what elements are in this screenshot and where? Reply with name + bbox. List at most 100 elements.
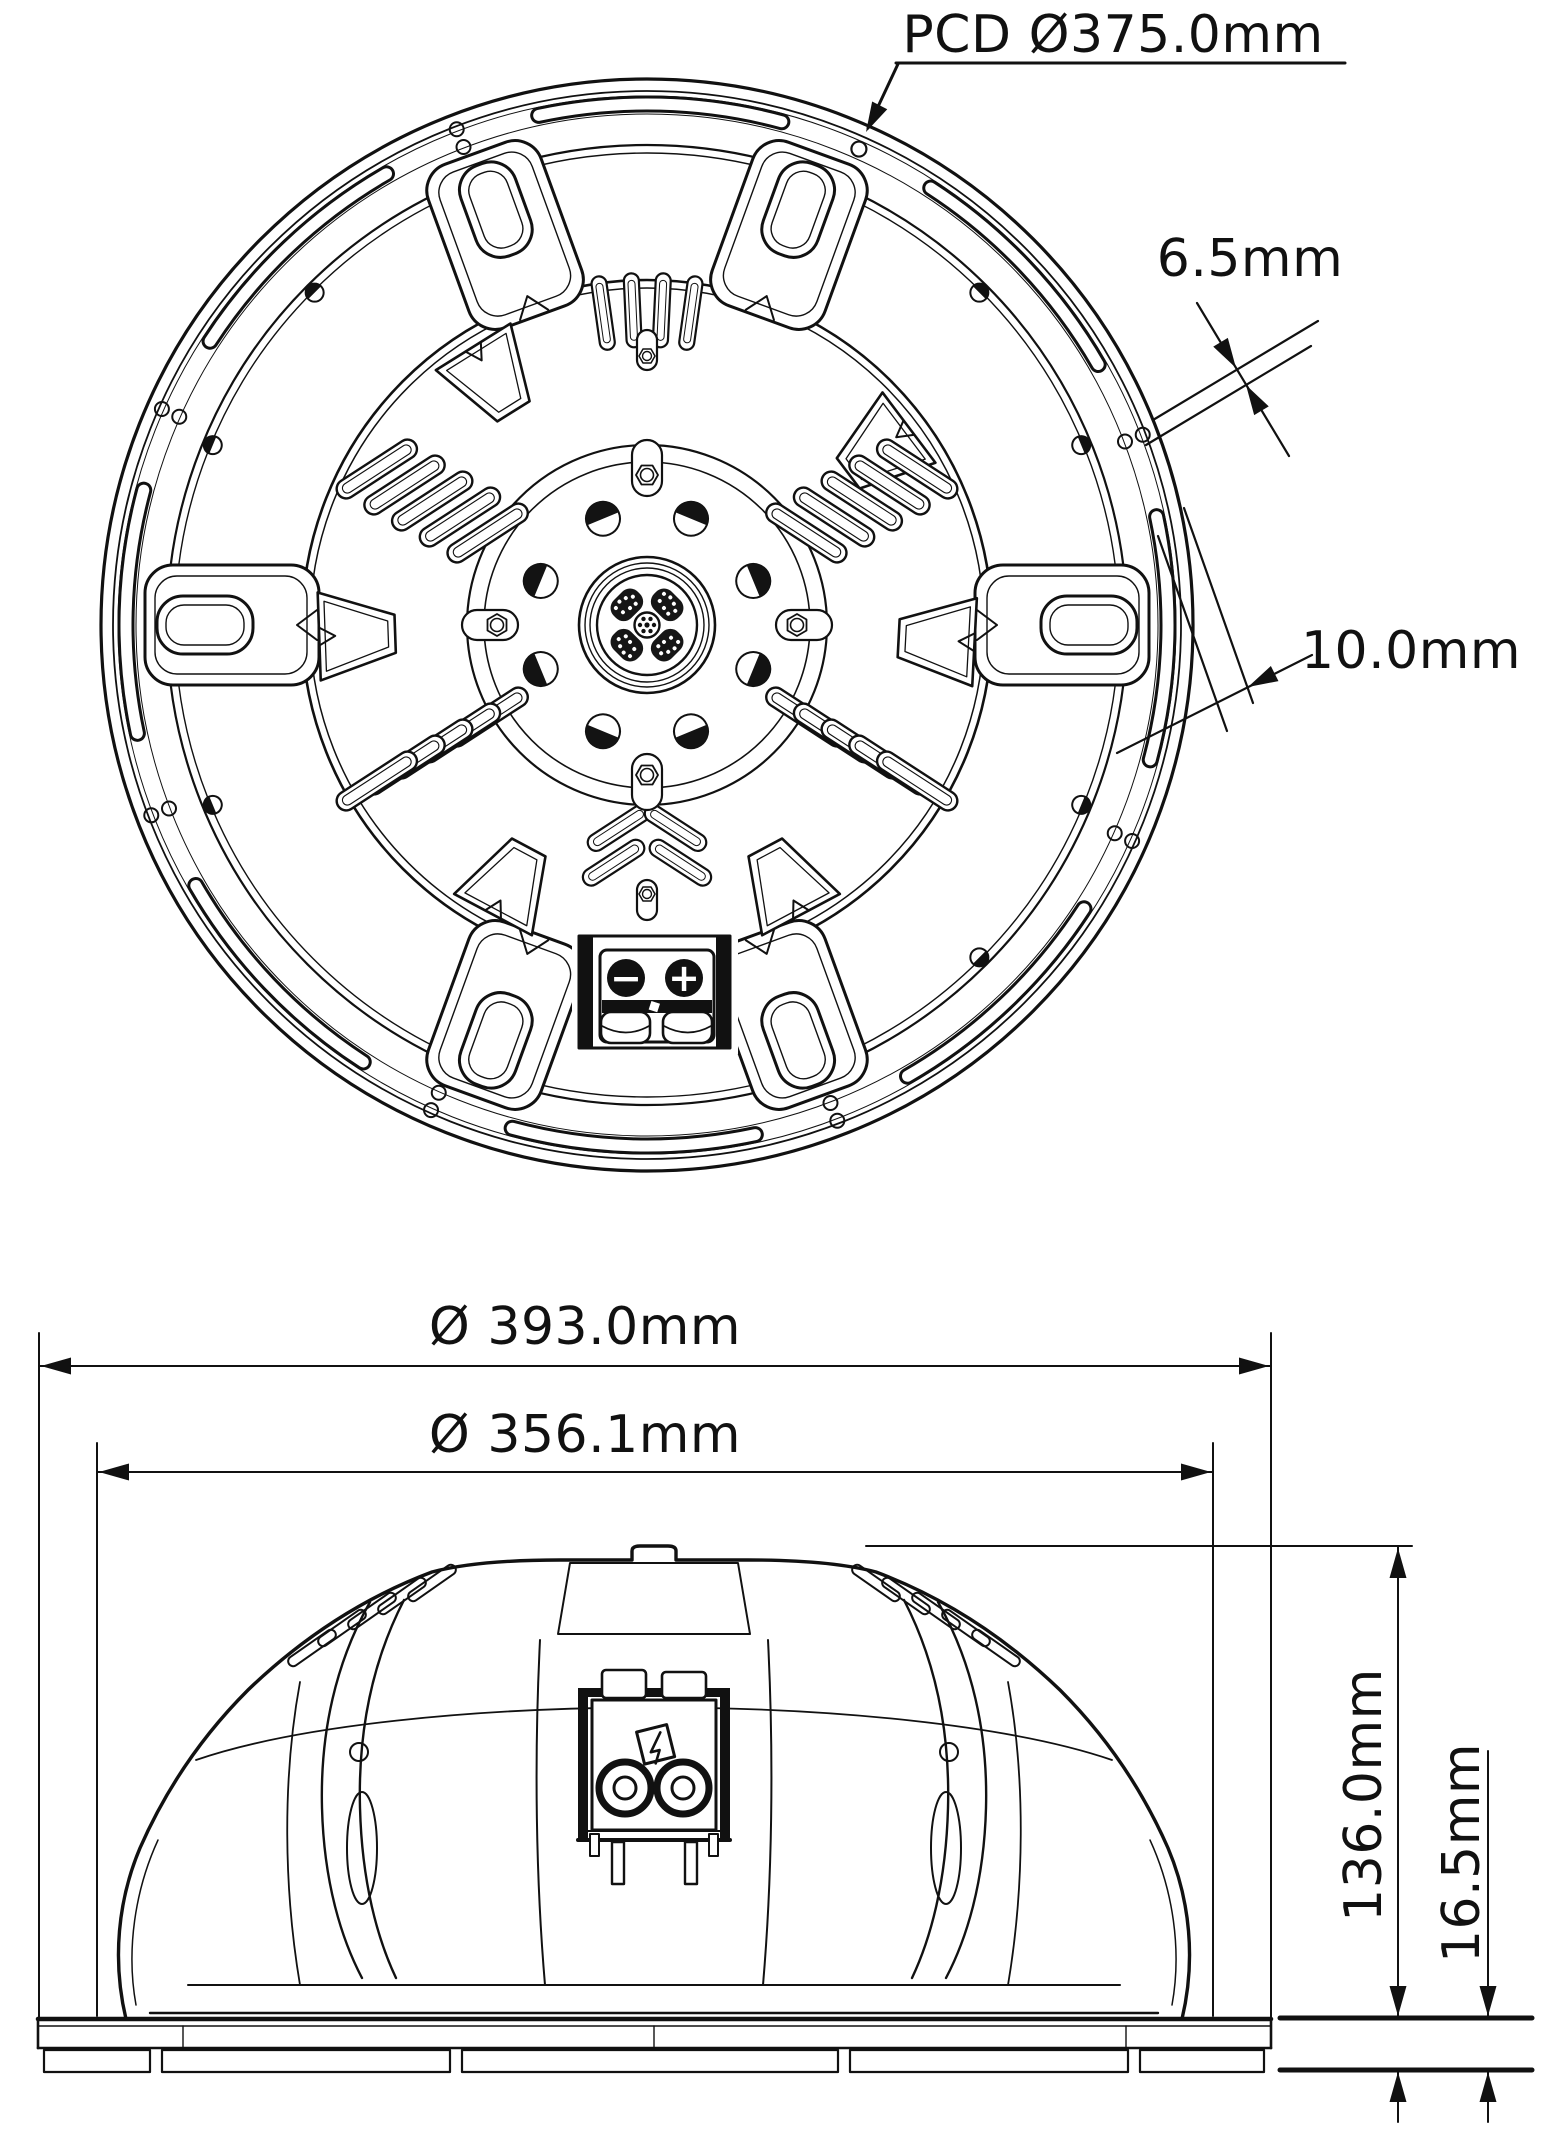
shoulder-vent-slot [407,1563,457,1603]
basket-wedge-spoke [747,837,842,937]
rim-vent-slot [117,481,153,742]
basket-vent-slot [875,750,959,812]
basket-wedge-spoke [452,837,547,937]
pcd-mounting-hole [822,1094,846,1129]
rim-vent-slot [187,877,372,1071]
rim-vent-slot [899,900,1093,1085]
side-vent-slots-left [287,1563,457,1668]
dimension-small-hole: 6.5mm [1144,229,1343,458]
top-vent-slot [622,272,643,349]
rim-vent-slot [201,165,395,350]
dimension-arrow-icon [1239,1357,1269,1375]
basket-vent-slot [875,438,959,500]
hub-kidney [610,628,644,662]
pcd-mounting-hole [1106,825,1141,849]
pcd-mounting-hole [423,1084,447,1119]
basket-silhouette [116,1544,1192,2021]
basket-vent-slot [335,438,419,500]
magnet-bolt [673,500,710,537]
basket-vent-slot [765,502,848,564]
dimension-arrow-icon [1479,2072,1497,2102]
basket-vent-slot [446,502,529,564]
rim-vent-slot [530,95,791,131]
plate-bolt-pill [630,752,664,812]
frame-clamp [709,139,869,331]
panel-line [535,1639,546,1986]
overall-depth-label: 136.0mm [1334,1668,1394,1922]
hub-kidney [650,588,684,622]
frame-hole [1071,435,1092,456]
top-vent-slot [590,275,616,351]
side-view-drawing [35,1544,1274,2074]
pcd-mounting-hole [448,121,472,156]
hub-kidney [610,588,644,622]
mounting-flange [35,2016,1274,2074]
panel-line [286,1681,301,1986]
dimension-arrow-icon [1389,2072,1407,2102]
dimension-large-hole: 10.0mm [1115,506,1521,755]
plate-bolt-pill [774,608,834,642]
panel-line [762,1639,773,1986]
side-vent-slots-right [851,1563,1021,1668]
overall-diameter-label: Ø 393.0mm [429,1297,741,1357]
dimension-arrow-icon [1389,1548,1407,1578]
terminal-block-side [576,1668,732,1886]
dimension-arrow-icon [99,1463,129,1481]
magnet-bolt [735,562,772,599]
panel-line [1007,1681,1022,1986]
frame-clamp [425,919,585,1111]
frame-clamp [709,919,869,1111]
basket-wedge-spoke [896,596,979,688]
dimension-arrow-icon [1181,1463,1211,1481]
top-vent-slot [678,275,704,351]
rear-view-drawing: − + [99,77,1195,1173]
terminal-positive-label: + [668,956,700,1000]
top-cap-panel [557,1562,751,1635]
basket-vent-slot [848,454,931,516]
shoulder-vent-slot [971,1628,1021,1668]
frame-clamp [143,563,321,687]
pcd-label: PCD Ø375.0mm [902,5,1323,65]
dimension-arrow-icon [866,101,888,132]
rim-vent-slot [503,1119,764,1155]
dimension-arrow-icon [1246,385,1269,416]
magnet-bolt [584,500,621,537]
magnet-bolt [584,713,621,750]
magnet-bolt [522,651,559,688]
leaf-vent-right [902,1598,988,1980]
frame-hole [304,282,325,303]
magnet-bolt [522,562,559,599]
rim-echo-left [131,1839,159,2006]
dimension-cutout-diameter: Ø 356.1mm [96,1405,1214,2017]
positive-terminal-icon [665,959,703,997]
frame-hole [1071,794,1092,815]
shoulder-vent-slot [287,1628,337,1668]
dimension-arrow-icon [41,1357,71,1375]
magnet-bolt [735,651,772,688]
gasket-segments [42,2048,1266,2074]
basket-vent-slot [335,750,419,812]
terminal-block-rear: − + [572,930,738,1054]
negative-terminal-icon [607,959,645,997]
basket-vent-slot [581,838,646,887]
shoulder-vent-slot [851,1563,901,1603]
pcd-mounting-hole [143,800,178,824]
dimension-arrow-icon [1248,666,1279,687]
basket-wedge-spoke [434,322,531,423]
pcd-mounting-hole [1116,426,1151,450]
frame-hole [202,435,223,456]
rim-echo-right [1149,1839,1177,2006]
dimension-arrow-icon [1479,1986,1497,2016]
basket-vent-slot [363,454,446,516]
pin-tab [635,328,659,372]
frame-hole [202,794,223,815]
magnet-bolt [673,713,710,750]
basket-vent-slot [792,486,876,548]
hub-kidney [650,628,684,662]
dimension-overall-diameter: Ø 393.0mm [38,1297,1272,2020]
plate-bolt-pill [460,608,520,642]
cutout-diameter-label: Ø 356.1mm [429,1405,741,1465]
frame-clamp [425,139,585,331]
